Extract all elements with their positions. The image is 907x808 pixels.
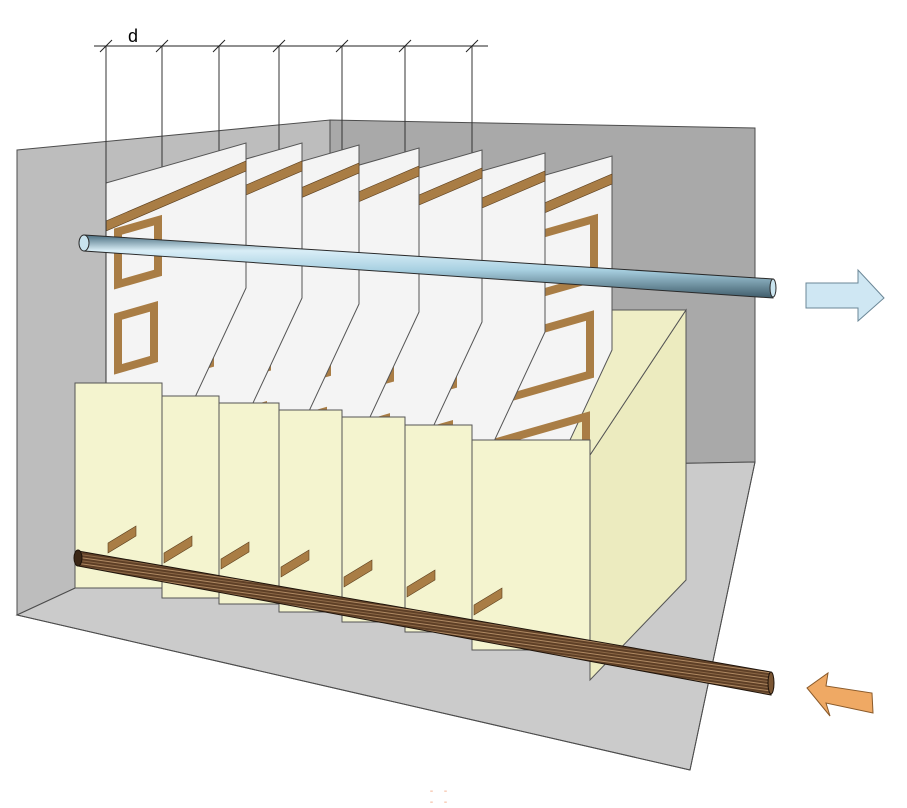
trace-loop <box>114 214 162 290</box>
dimension-tick <box>212 39 226 53</box>
filler-block <box>218 402 280 605</box>
box-edge <box>689 461 756 771</box>
bottom-trace <box>343 559 373 588</box>
bottom-trace <box>280 549 310 578</box>
spacing-label: d <box>128 26 138 46</box>
dimension-tick <box>272 39 286 53</box>
upper-pipe <box>78 234 777 299</box>
dimension-tick <box>335 39 349 53</box>
lower-pipe <box>73 549 775 696</box>
bottom-trace <box>220 541 250 570</box>
dimension-tick <box>465 39 479 53</box>
box-edge <box>16 614 691 771</box>
footer-mark: - - - - <box>428 786 450 808</box>
filler-block <box>341 416 406 623</box>
bottom-trace <box>406 569 436 598</box>
upper-pipe-end <box>78 234 90 252</box>
front-block-row <box>74 382 591 651</box>
lower-pipe-end <box>767 671 775 695</box>
filler-block <box>404 424 473 633</box>
bottom-trace <box>107 525 137 554</box>
trace-loop <box>114 301 158 375</box>
inlet-arrow <box>806 671 874 717</box>
dimension-tick <box>155 39 169 53</box>
bottom-trace <box>473 587 503 616</box>
filler-block <box>471 439 591 651</box>
upper-pipe-end <box>769 278 777 298</box>
lower-pipe-end <box>73 549 83 567</box>
bottom-trace <box>163 535 193 564</box>
dimension-tick <box>398 39 412 53</box>
spacing-dimension: d <box>94 26 488 53</box>
filler-block <box>161 395 220 599</box>
dimension-tick <box>99 39 113 53</box>
outlet-arrow <box>805 268 885 323</box>
filler-block <box>278 409 343 613</box>
